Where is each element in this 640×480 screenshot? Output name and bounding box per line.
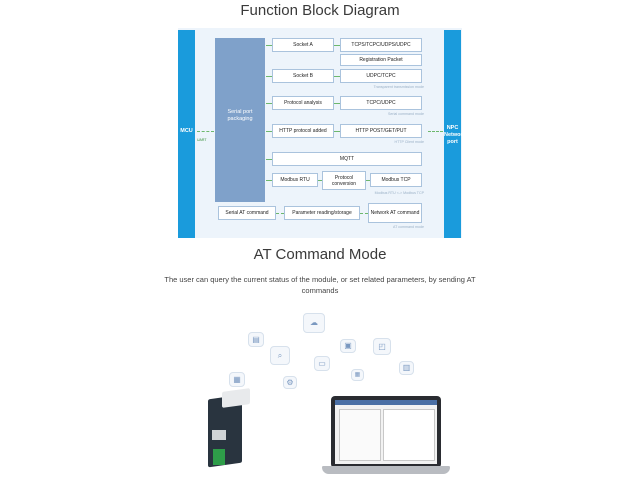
bar-chart-icon: ▥ <box>399 361 414 375</box>
arrow <box>266 45 272 46</box>
image-icon: ◰ <box>373 338 391 355</box>
http-methods-box: HTTP POST/GET/PUT <box>340 124 422 138</box>
network-arrow <box>428 131 443 132</box>
app-window-titlebar <box>335 400 437 405</box>
socket-b-protocols-box: UDPC/TCPC <box>340 69 422 83</box>
socket-a-box: Socket A <box>272 38 334 52</box>
app-output-panel <box>383 409 435 461</box>
mcu-bar <box>178 30 195 238</box>
mcu-arrow <box>197 131 214 132</box>
modbus-note: Modbus RTU <-> Modbus TCP <box>374 191 424 195</box>
arrow <box>266 131 272 132</box>
arrow <box>334 103 340 104</box>
arrow <box>334 131 340 132</box>
socket-b-box: Socket B <box>272 69 334 83</box>
parameter-storage-box: Parameter reading/storage <box>284 206 360 220</box>
arrow <box>276 213 284 214</box>
network-at-box: Network AT command <box>368 203 422 223</box>
arrow <box>334 45 340 46</box>
at-mode-title: AT Command Mode <box>253 246 387 263</box>
arrow <box>266 103 272 104</box>
arrow <box>366 180 370 181</box>
app-settings-panel <box>339 409 381 461</box>
search-icon: ⌕ <box>270 346 290 365</box>
device-top-panel <box>222 388 250 408</box>
device-rj45-port <box>212 430 226 440</box>
serial-at-box: Serial AT command <box>218 206 276 220</box>
http-note: HTTP Client mode <box>394 140 425 144</box>
serial-packaging-label: Serial port packaging <box>227 109 253 122</box>
mcu-label: MCU <box>180 128 193 134</box>
arrow <box>266 76 272 77</box>
at-note: AT command mode <box>392 225 424 229</box>
grid-icon: ▦ <box>351 369 364 381</box>
calendar-icon: ▦ <box>229 372 245 387</box>
socket-a-protocols-box: TCPS/TCPC/UDPS/UDPC <box>340 38 422 52</box>
modbus-tcp-box: Modbus TCP <box>370 173 422 187</box>
socket-b-note: Transparent transmission mode <box>373 85 424 89</box>
uart-label: UART <box>197 138 207 142</box>
photo-icon: ▣ <box>340 339 356 353</box>
at-mode-description: The user can query the current status of… <box>164 275 476 295</box>
laptop-base <box>322 466 450 474</box>
arrow <box>318 180 322 181</box>
document-icon: ▤ <box>248 332 264 347</box>
registration-packet-box: Registration Packet <box>340 54 422 66</box>
protocol-analysis-protocols-box: TCPC/UDPC <box>340 96 422 110</box>
protocol-conversion-box: Protocol conversion <box>322 171 366 190</box>
mqtt-box: MQTT <box>272 152 422 166</box>
network-port-label: NPC Network port <box>444 125 466 145</box>
arrow <box>266 159 272 160</box>
protocol-analysis-box: Protocol analysis <box>272 96 334 110</box>
network-port-bar <box>444 30 461 238</box>
http-protocol-box: HTTP protocol added <box>272 124 334 138</box>
arrow <box>334 76 340 77</box>
device-terminal-block <box>213 449 225 465</box>
diagram-title: Function Block Diagram <box>240 2 400 19</box>
serial-packaging-block <box>215 38 265 202</box>
protocol-note: Serial command mode <box>388 112 424 116</box>
arrow <box>360 213 368 214</box>
modbus-rtu-box: Modbus RTU <box>272 173 318 187</box>
cloud-icon: ☁ <box>303 313 325 333</box>
monitor-icon: ▭ <box>314 356 330 371</box>
arrow <box>266 180 272 181</box>
settings-icon: ⚙ <box>283 376 297 389</box>
